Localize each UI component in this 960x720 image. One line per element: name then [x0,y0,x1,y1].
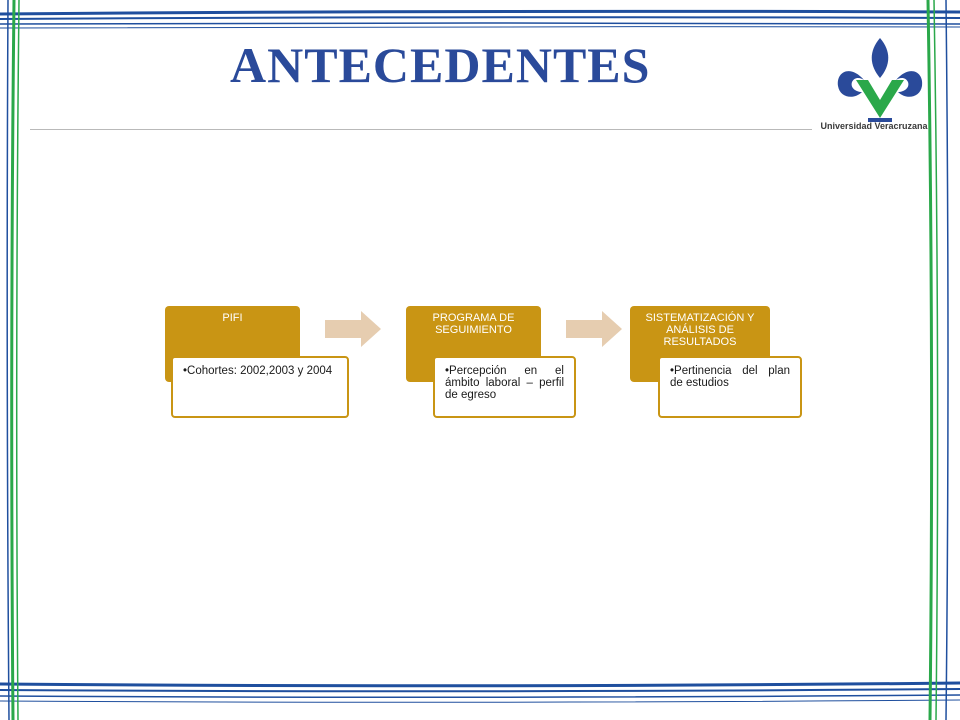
title-divider [30,129,812,130]
right-arrow-icon [325,311,381,347]
stage-detail-programa-seguimiento: •Percepción en el ámbito laboral – perfi… [433,356,576,418]
logo-caption: Universidad Veracruzana [820,121,928,131]
stage-detail-sistematizacion: •Pertinencia del plan de estudios [658,356,802,418]
stage-bullet-text: •Pertinencia del plan de estudios [670,365,790,389]
right-arrow-icon [566,311,622,347]
universidad-veracruzana-logo-icon [837,38,923,122]
stage-bullet-text: •Percepción en el ámbito laboral – perfi… [445,365,564,401]
stage-detail-pifi: •Cohortes: 2002,2003 y 2004 [171,356,349,418]
slide-title: ANTECEDENTES [230,37,651,93]
stage-bullet-text: •Cohortes: 2002,2003 y 2004 [183,365,333,377]
